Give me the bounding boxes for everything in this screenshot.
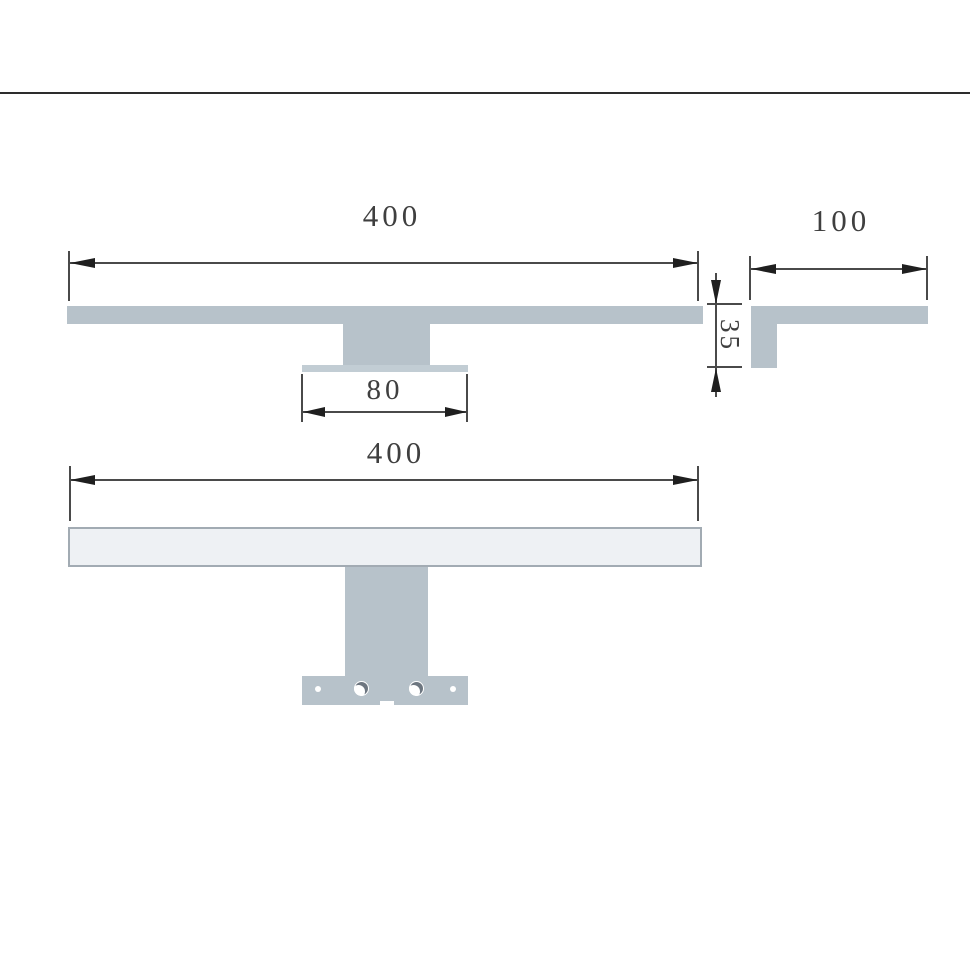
dimension-label: 400 [362,198,422,233]
dimension-label: 100 [811,203,871,238]
keyhole-slot-right [409,681,424,696]
arrowhead-right-icon [445,407,467,417]
dimension-label: 80 [366,374,404,406]
end-view-stem [751,324,777,368]
arrowhead-right-icon [673,258,698,268]
extension-line [926,256,928,300]
front-view-lamp-bar [68,527,702,567]
tick-line [707,303,742,305]
side-view-stem [343,324,430,366]
arrowhead-right-icon [902,264,927,274]
keyhole-slot-left [354,681,369,696]
dimension-line [303,411,467,413]
arrowhead-left-icon [303,407,325,417]
tick-line [707,366,742,368]
extension-line [68,251,70,301]
plate-bottom-notch [380,701,394,706]
arrowhead-left-icon [70,475,95,485]
side-view-foot [302,365,468,372]
side-view-arm [67,306,703,324]
arrowhead-left-icon [70,258,95,268]
arrowhead-up-icon [711,368,721,392]
dimension-line [70,479,698,481]
dimension-line [70,262,698,264]
extension-line [749,256,751,300]
extension-line [301,374,303,422]
extension-line [69,466,71,521]
dimension-label: 400 [366,435,426,470]
arrowhead-left-icon [751,264,776,274]
extension-line [697,251,699,301]
end-view-arm [751,306,928,324]
dimension-line [715,273,717,397]
arrowhead-down-icon [711,280,721,304]
screw-hole-left [315,686,321,692]
keyhole-highlight [354,685,365,696]
keyhole-highlight [409,685,420,696]
front-view-stem [345,567,428,677]
dimension-label: 35 [715,319,745,352]
extension-line [697,466,699,521]
dimension-line [751,268,927,270]
front-view-mounting-plate [302,676,468,705]
arrowhead-right-icon [673,475,698,485]
screw-hole-right [450,686,456,692]
extension-line [466,374,468,422]
frame-top-line [0,92,970,94]
